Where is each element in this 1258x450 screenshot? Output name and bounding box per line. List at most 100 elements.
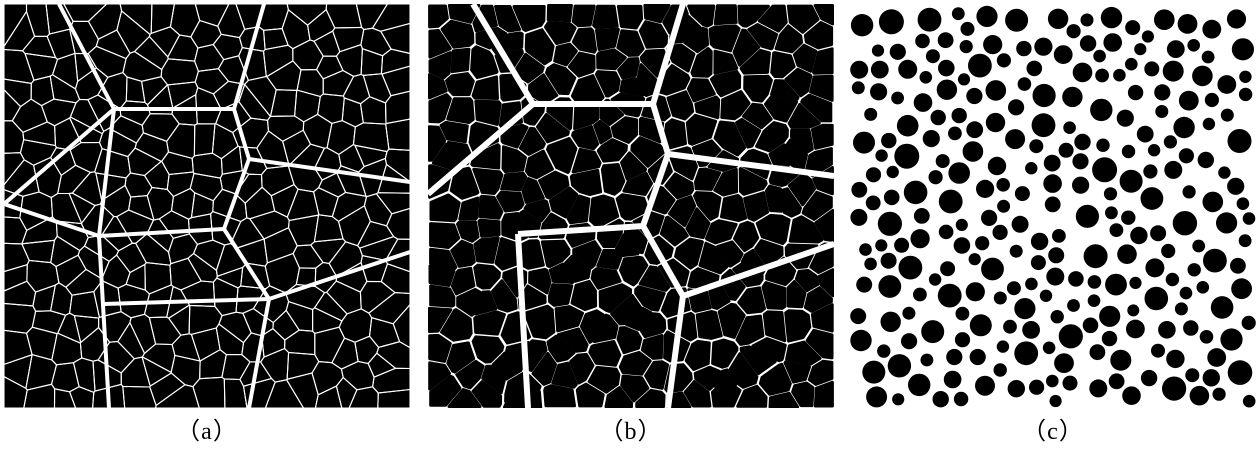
circular-particle [894,143,920,169]
circular-particle [1166,349,1185,369]
circular-particle [1011,215,1029,233]
circular-particle [1007,380,1025,398]
rounded-particle [764,184,783,213]
rounded-particle [814,209,834,242]
circular-particle [898,59,918,79]
circular-particle [1172,211,1198,236]
rounded-particle [737,4,770,28]
rounded-particle [685,207,711,240]
cluster-gap [515,233,531,408]
rounded-particle [695,310,723,340]
circular-particle [1220,108,1234,122]
rounded-particle [770,79,800,101]
rounded-particle [548,283,574,307]
rounded-particle [429,284,456,308]
rounded-particle [471,75,499,100]
cluster-gaps [428,4,834,408]
rounded-particle [429,247,458,271]
rounded-particle [784,309,812,343]
circular-particle [946,348,963,366]
circular-particle [1145,258,1165,278]
circular-particle [1017,77,1032,91]
circular-particle [901,333,918,350]
rounded-particle [801,190,833,221]
circular-particle [1143,164,1158,179]
circular-particle [1192,239,1206,253]
rounded-particle [575,382,605,408]
rounded-particle [428,361,451,391]
major-wall [103,297,270,306]
circular-particle [1105,206,1118,220]
circular-particle [853,131,875,154]
circular-particle [1083,244,1108,269]
cell-wall [133,35,169,71]
circular-particle [1047,8,1069,29]
circular-particle [1087,275,1102,289]
circular-particle [1109,223,1124,238]
rounded-particle [445,72,475,97]
circular-particle [965,282,985,302]
circular-particle [877,344,891,358]
rounded-particle [757,4,788,33]
rounded-particle [551,361,578,389]
circular-particle [1046,267,1065,286]
rounded-particle [755,213,791,246]
circular-particle [1212,387,1226,401]
circular-particle [966,121,984,139]
rounded-particle [761,281,787,310]
circular-particle [1092,157,1118,183]
circular-particle [1227,177,1245,195]
circular-particle [1126,319,1145,339]
rounded-particle [596,48,627,71]
circular-particle [1072,176,1090,194]
rounded-particle [478,194,504,220]
circular-particle [935,154,950,169]
rounded-particle [784,67,813,98]
circular-particle [962,141,984,162]
rounded-particle [573,102,600,131]
circular-particle [1179,286,1193,300]
rounded-particle [470,45,499,80]
rounded-particle [674,237,704,270]
rounded-particle [705,219,738,245]
rounded-particle [640,334,664,360]
rounded-particle [472,167,504,195]
rounded-particle [807,359,834,386]
rounded-particle [524,149,554,180]
rounded-particle [595,27,620,51]
cluster-gap [665,295,686,408]
rounded-particle [713,120,747,157]
rounded-particle [590,267,622,290]
circular-particle [1032,83,1056,108]
rounded-particle [428,93,452,124]
circular-particle [968,53,992,78]
circular-particle [1062,375,1078,391]
circular-particle [1185,368,1200,383]
rounded-particle [474,290,498,316]
rounded-particle [570,279,598,312]
circular-particle [1003,319,1017,334]
rounded-particle [634,285,666,312]
rounded-particle [518,126,546,156]
rounded-particle [690,47,713,78]
rounded-particle [477,218,501,238]
circular-particle [883,189,900,206]
circular-particle [1105,273,1127,296]
circular-particle [993,363,1007,377]
rounded-particle [450,266,476,296]
rounded-particle [758,362,792,396]
circular-particle [1183,320,1199,336]
rounded-particle [473,310,506,336]
circular-particle [875,149,888,162]
circular-particle [1025,162,1038,175]
rounded-particle [428,4,449,29]
circular-particle [1063,121,1076,134]
circular-particle [1075,204,1099,228]
caption-c: （c） [1022,419,1084,445]
rounded-particle [643,4,671,24]
circular-particle [1099,305,1121,327]
rounded-particle [566,194,591,225]
rounded-particle [447,4,481,24]
rounded-particle [743,74,773,103]
circular-particle [1072,153,1089,170]
